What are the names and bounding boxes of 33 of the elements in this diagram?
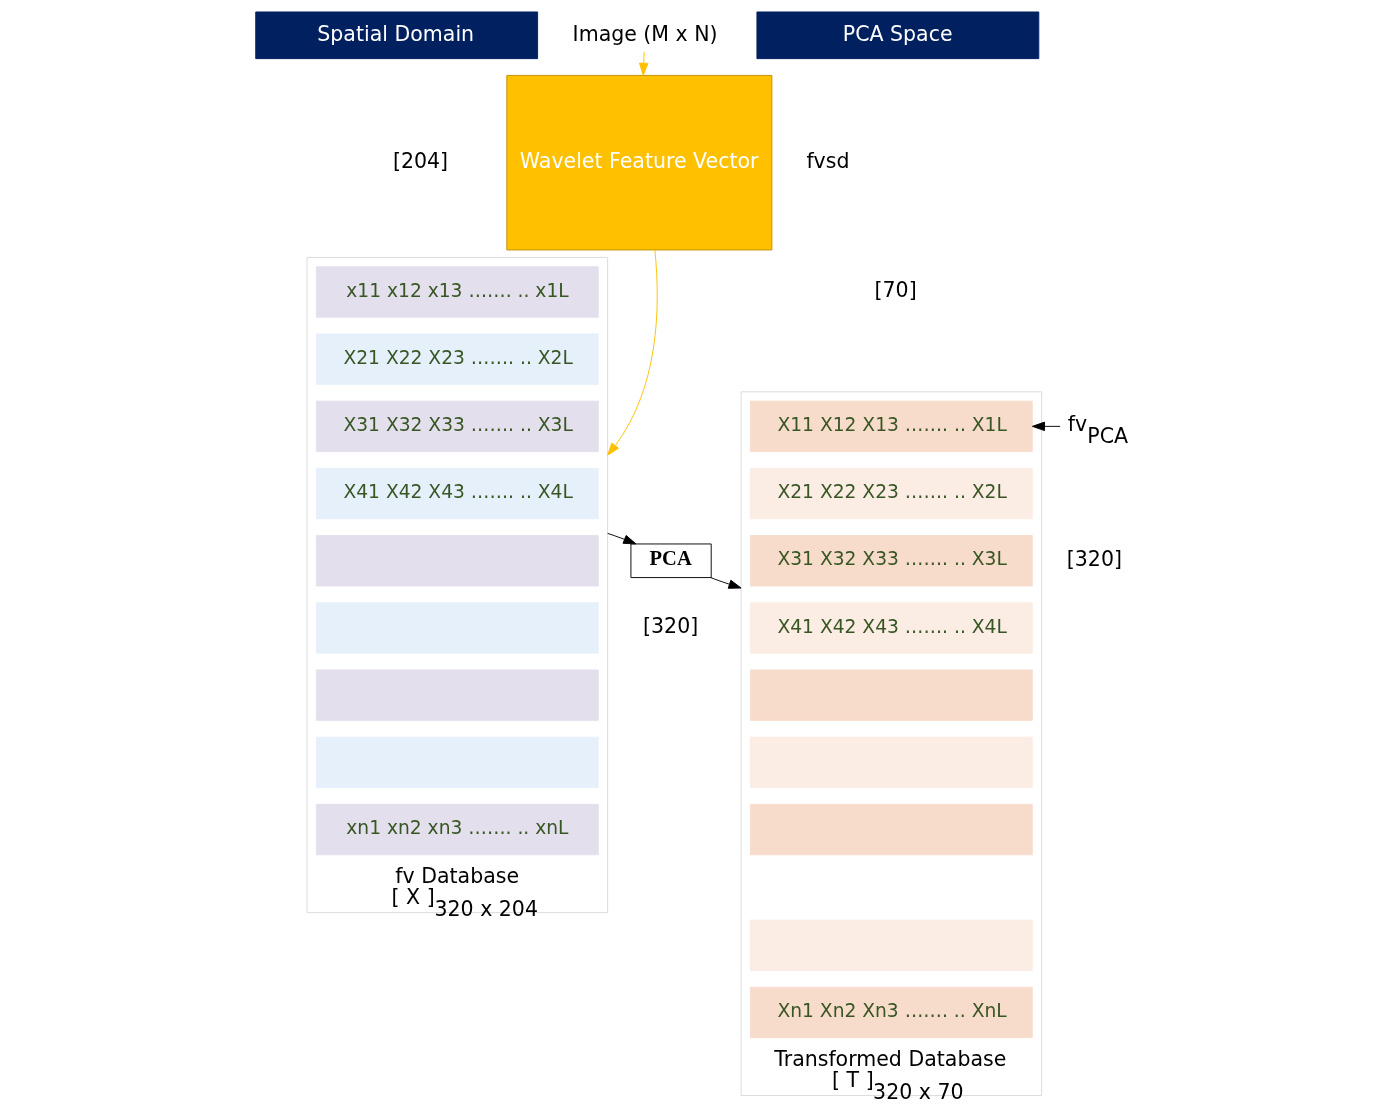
node-text: Image (M x N): [572, 21, 718, 46]
node-bar: [315, 736, 599, 789]
node-label: fvsd: [805, 148, 849, 173]
node-box: X41 X42 X43 ……. .. X4L: [315, 467, 599, 520]
node-box: PCA Space: [755, 11, 1039, 60]
node-box: X41 X42 X43 ……. .. X4L: [749, 602, 1033, 654]
arrow: [709, 577, 742, 589]
node-box: Xn1 Xn2 Xn3 ……. .. XnL: [749, 986, 1033, 1039]
node-box: xn1 xn2 xn3 ……. .. xnL: [315, 803, 599, 856]
node-bar: [315, 602, 599, 654]
node-box: x11 x12 x13 ……. .. x1L: [315, 266, 599, 318]
node-box: X11 X12 X13 ……. .. X1L: [749, 400, 1033, 453]
node-box: Wavelet Feature Vector: [505, 74, 772, 251]
node-bar: [749, 919, 1033, 971]
node-box: X31 X32 X33 ……. .. X3L: [749, 535, 1033, 587]
label: [320]: [642, 614, 698, 639]
node-box: Spatial Domain: [254, 11, 538, 60]
node-bar: [749, 803, 1033, 856]
label: [204]: [392, 148, 448, 173]
label: [320]: [1066, 546, 1122, 571]
node-bar: [315, 669, 599, 721]
arrow: [606, 249, 658, 456]
label: [70]: [874, 278, 917, 303]
node-box: X21 X22 X23 ……. .. X2L: [749, 467, 1033, 520]
node-box: PCA: [629, 543, 712, 579]
node-box: X21 X22 X23 ……. .. X2L: [315, 333, 599, 385]
node-box: X31 X32 X33 ……. .. X3L: [315, 400, 599, 453]
node-bar: [315, 535, 599, 587]
arrow: [1031, 421, 1061, 432]
node-bar: [749, 736, 1033, 789]
arrow: [638, 51, 648, 76]
node-bar: [749, 669, 1033, 721]
arrow: [606, 532, 636, 545]
